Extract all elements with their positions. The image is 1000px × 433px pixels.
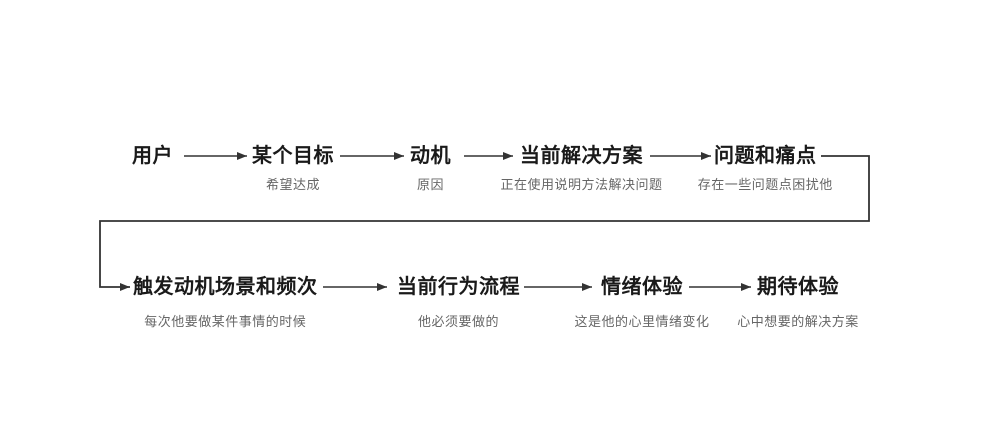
node-trigger-scene-frequency-note: 每次他要做某件事情的时候: [144, 314, 307, 329]
node-emotion-experience-note: 这是他的心里情绪变化: [574, 314, 710, 329]
node-user: 用户: [132, 144, 173, 168]
node-expected-experience-note: 心中想要的解决方案: [737, 314, 859, 329]
node-current-solution: 当前解决方案 正在使用说明方法解决问题: [500, 144, 662, 192]
node-expected-experience: 期待体验 心中想要的解决方案: [737, 275, 858, 329]
node-pain-points-note: 存在一些问题点困扰他: [697, 177, 833, 192]
node-motivation: 动机 原因: [410, 144, 451, 192]
node-current-behavior-flow-label: 当前行为流程: [397, 276, 520, 298]
node-pain-points: 问题和痛点 存在一些问题点困扰他: [698, 144, 833, 192]
node-emotion-experience: 情绪体验 这是他的心里情绪变化: [574, 275, 709, 329]
node-trigger-scene-frequency-label: 触发动机场景和频次: [133, 276, 318, 298]
node-pain-points-label: 问题和痛点: [714, 145, 817, 167]
node-motivation-note: 原因: [416, 177, 445, 192]
node-trigger-scene-frequency: 触发动机场景和频次 每次他要做某件事情的时候: [133, 275, 318, 329]
node-current-behavior-flow-note: 他必须要做的: [417, 314, 500, 329]
node-current-behavior-flow: 当前行为流程 他必须要做的: [397, 275, 520, 329]
node-goal-note: 希望达成: [265, 177, 321, 192]
node-user-label: 用户: [132, 145, 173, 167]
node-goal-label: 某个目标: [252, 145, 334, 167]
node-current-solution-label: 当前解决方案: [520, 145, 643, 167]
node-goal: 某个目标 希望达成: [252, 144, 334, 192]
node-expected-experience-label: 期待体验: [757, 276, 839, 298]
node-emotion-experience-label: 情绪体验: [601, 276, 683, 298]
node-motivation-label: 动机: [410, 145, 451, 167]
node-current-solution-note: 正在使用说明方法解决问题: [500, 177, 663, 192]
